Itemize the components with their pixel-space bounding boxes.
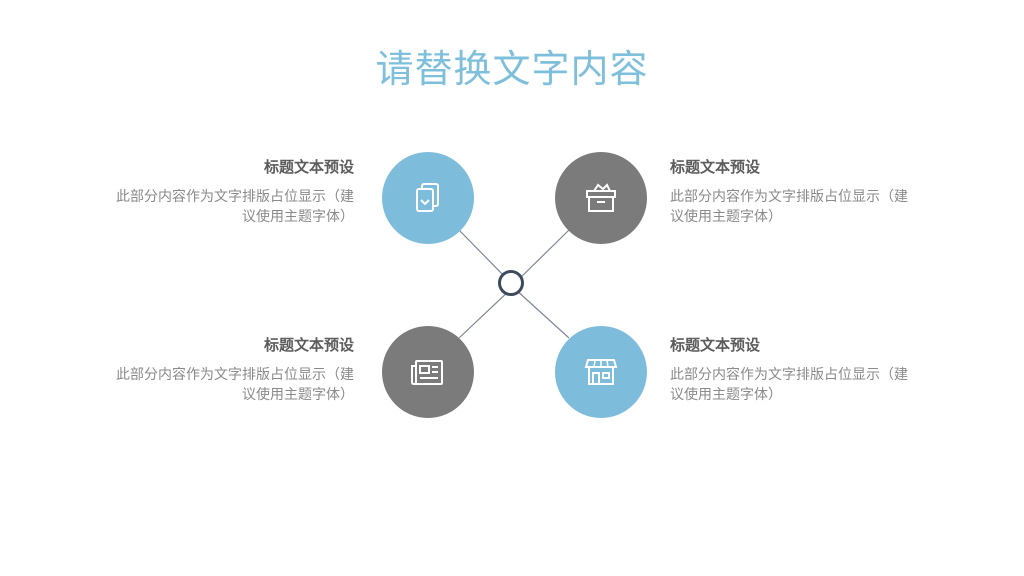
item-1-heading: 标题文本预设 [263,158,354,176]
item-3-body: 此部分内容作为文字排版占位显示（建议使用主题字体） [116,367,354,403]
item-2-heading: 标题文本预设 [670,158,761,176]
page-title: 请替换文字内容 [375,47,649,91]
item-1-body: 此部分内容作为文字排版占位显示（建议使用主题字体） [116,189,354,225]
center-node [498,270,524,296]
documents-icon [416,183,439,212]
item-4-text: 标题文本预设 此部分内容作为文字排版占位显示（建议使用主题字体） [670,334,910,405]
store-icon [584,359,618,385]
box-icon [586,183,616,212]
item-4-circle [555,326,647,418]
item-2-circle [555,152,647,244]
item-4-body: 此部分内容作为文字排版占位显示（建议使用主题字体） [670,367,908,403]
item-3-text: 标题文本预设 此部分内容作为文字排版占位显示（建议使用主题字体） [114,334,354,405]
item-2-body: 此部分内容作为文字排版占位显示（建议使用主题字体） [670,189,908,225]
item-1-circle [382,152,474,244]
item-3-circle [382,326,474,418]
item-4-heading: 标题文本预设 [670,336,761,354]
item-2-text: 标题文本预设 此部分内容作为文字排版占位显示（建议使用主题字体） [670,156,910,227]
item-3-heading: 标题文本预设 [263,336,354,354]
item-1-text: 标题文本预设 此部分内容作为文字排版占位显示（建议使用主题字体） [114,156,354,227]
newspaper-icon [411,360,443,385]
